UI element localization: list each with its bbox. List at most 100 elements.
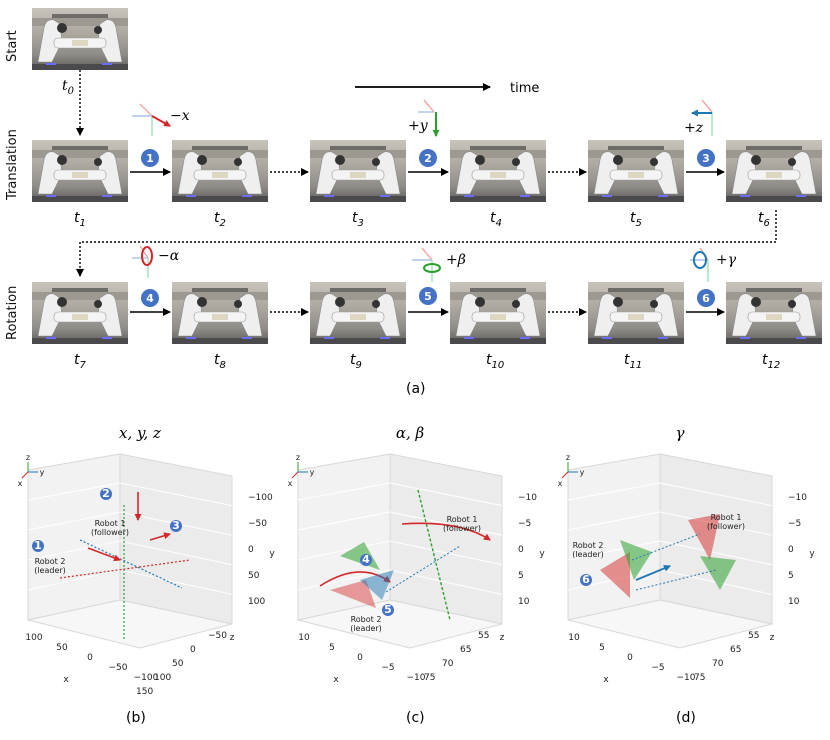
trajectory: [417, 489, 451, 621]
grid-line: [389, 482, 503, 507]
y-axis-name: y: [269, 549, 275, 559]
grid-line: [119, 569, 233, 595]
y-axis-name: y: [809, 549, 815, 559]
mini-axis-label: x: [288, 479, 293, 488]
y-tick-label: 10: [788, 597, 800, 607]
rotation-glyph-minus-alpha: [132, 245, 153, 278]
frame-label-t1: t1: [74, 210, 86, 229]
z-tick-label: 55: [478, 631, 489, 641]
y-tick-label: −50: [248, 519, 267, 529]
z-axis-name: z: [500, 633, 505, 643]
y-axis-name: y: [539, 549, 545, 559]
frame-label-t11: t11: [624, 352, 642, 371]
grid-line: [567, 540, 661, 561]
row-label-rotation: Rotation: [5, 286, 20, 340]
frame-t12: [725, 281, 823, 345]
grid-line: [27, 482, 121, 501]
pane-left: [567, 453, 661, 621]
x-tick-label: 5: [599, 643, 605, 653]
plot-panel-1: x, y, zzxy−100−50050100y100500−50−100x−5…: [18, 424, 276, 697]
frame-label-sub: 0: [68, 86, 75, 97]
robot1-label: Robot 1: [95, 519, 126, 528]
step-badge-number: 1: [34, 539, 42, 552]
grid-line: [389, 540, 503, 566]
robot2-label: Robot 2: [573, 541, 604, 550]
plot-panel-2: α, βzxy−10−50510y1050−5−10x55657075zRobo…: [288, 424, 546, 685]
pane-right: [659, 453, 773, 625]
grid-line: [659, 482, 773, 507]
grid-line: [389, 569, 503, 595]
z-tick-label: 70: [712, 659, 724, 669]
frame-label-t10: t10: [486, 352, 504, 371]
pane-right: [389, 453, 503, 625]
svg-text:1: 1: [146, 152, 154, 165]
rotation-glyph-plus-beta: [412, 247, 441, 282]
z-axis-name: z: [770, 633, 775, 643]
x-tick-label: 50: [56, 643, 68, 653]
axis-glyph-plus-y: [418, 99, 440, 137]
grid-line: [297, 540, 391, 561]
mini-axis-label: z: [296, 453, 300, 462]
y-tick-label: −10: [788, 493, 807, 503]
motion-arrow: [401, 522, 491, 541]
robot2-sublabel: (leader): [572, 550, 604, 559]
link-line: [631, 533, 701, 561]
frame-t11: [587, 281, 685, 345]
y-tick-label: 0: [518, 545, 524, 555]
y-tick-label: 50: [248, 571, 260, 581]
frame-label-t4: t4: [490, 210, 502, 229]
grid-line: [567, 511, 661, 531]
mini-axis-label: z: [26, 453, 30, 462]
flow-arrow-row-wrap: [76, 210, 777, 277]
frame-t0: t0: [31, 7, 129, 97]
axis-glyph-minus-x: [132, 103, 171, 136]
frame-label-t2: t2: [214, 210, 226, 229]
frame-label-t8: t8: [214, 352, 226, 371]
robot2-sublabel: (leader): [350, 624, 382, 633]
robot1-sublabel: (follower): [443, 524, 481, 533]
svg-text:3: 3: [702, 152, 710, 165]
x-axis-name: x: [333, 675, 339, 685]
step-badge: [360, 554, 372, 566]
robot1-label: Robot 1: [447, 515, 478, 524]
frame-t4: [449, 139, 547, 203]
plots-3d: x, y, zzxy−100−50050100y100500−50−100x−5…: [18, 424, 816, 697]
frame-t1: [31, 139, 129, 203]
step-badge-number: 4: [362, 553, 370, 566]
row-label-start: Start: [5, 30, 20, 62]
caption-b: (b): [126, 710, 146, 726]
z-axis-name: z: [230, 633, 235, 643]
frame-label-t3: t3: [352, 210, 364, 229]
orientation-fan: [600, 552, 630, 598]
x-tick-label: −5: [651, 663, 664, 673]
orientation-fan: [620, 540, 652, 580]
z-tick-label: 75: [694, 673, 705, 683]
robot1-label: Robot 1: [711, 513, 742, 522]
svg-text:6: 6: [702, 292, 710, 305]
step-badge-number: 2: [102, 487, 110, 500]
plot-title: x, y, z: [119, 424, 161, 442]
step-badge-5: 5: [419, 287, 437, 305]
z-tick-label: 150: [136, 687, 153, 697]
step-badge: [170, 520, 182, 532]
svg-text:2: 2: [424, 152, 432, 165]
caption-d: (d): [676, 710, 696, 726]
z-tick-label: 75: [424, 673, 435, 683]
step-label-1: −x: [170, 108, 190, 124]
x-tick-label: 0: [627, 653, 633, 663]
frame-t6: [725, 139, 823, 203]
step-badge-2: 2: [419, 149, 437, 167]
mini-axis-x: [291, 471, 299, 479]
z-tick-label: 65: [460, 645, 471, 655]
grid-line: [119, 540, 233, 566]
y-tick-label: 0: [248, 545, 254, 555]
mini-axis-label: z: [566, 453, 570, 462]
frame-label-t5: t5: [630, 210, 642, 229]
step-badge: [100, 488, 112, 500]
trajectory-x: [59, 559, 191, 579]
grid-line: [119, 482, 233, 507]
step-badge: [382, 604, 394, 616]
row-label-translation: Translation: [5, 129, 20, 201]
frame-label-t12: t12: [762, 352, 780, 371]
x-tick-label: 100: [25, 633, 42, 643]
